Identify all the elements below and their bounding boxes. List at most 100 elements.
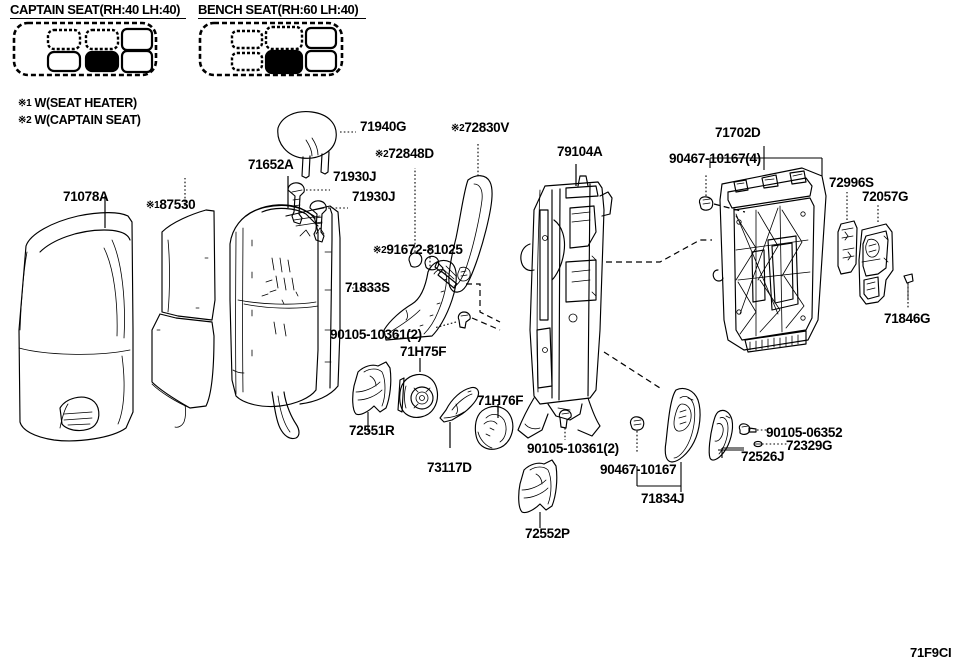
part-90467-10167-4-clip xyxy=(698,196,714,211)
part-72552P-cover xyxy=(518,459,558,514)
label-91672-81025: ※291672-81025 xyxy=(373,243,463,257)
label-90105-06352: 90105-06352 xyxy=(766,425,843,440)
label-71833S-text: 71833S xyxy=(345,280,390,295)
leader-90105-10361-upper xyxy=(433,321,457,329)
part-73117D-belt-guide xyxy=(439,386,480,423)
label-72552P-text: 72552P xyxy=(525,526,570,541)
note-seat-heater: ※1 W(SEAT HEATER) xyxy=(18,96,137,110)
part-71930J-guide-upper xyxy=(287,182,305,225)
leader-71834J-bracket xyxy=(637,462,682,487)
leader-71702D-bracket xyxy=(710,157,822,170)
label-71078A-text: 71078A xyxy=(63,189,109,204)
part-71702D-back-board xyxy=(712,167,827,353)
part-90467-10167-clip xyxy=(629,416,645,431)
drawing-code-watermark: 71F9CI xyxy=(910,645,952,660)
label-87530-mark: ※1 xyxy=(146,200,160,211)
label-72848D: ※272848D xyxy=(375,147,434,161)
label-90105-06352-text: 90105-06352 xyxy=(766,425,843,440)
part-90105-06352-bolt xyxy=(738,423,757,435)
label-71930J-lower: 71930J xyxy=(352,189,396,204)
captain-seat-heading: CAPTAIN SEAT(RH:40 LH:40) xyxy=(10,2,181,17)
label-87530: ※187530 xyxy=(146,197,196,212)
label-71652A: 71652A xyxy=(248,158,294,172)
label-71702D: 71702D xyxy=(715,126,761,140)
label-71652A-text: 71652A xyxy=(248,157,294,172)
part-72551R-cover xyxy=(352,361,392,416)
part-72329G-washer xyxy=(753,440,763,448)
label-71846G: 71846G xyxy=(884,311,931,326)
label-71940G-text: 71940G xyxy=(360,119,407,134)
label-72830V-text: 72830V xyxy=(464,120,510,135)
bench-seat-heading-underline xyxy=(198,18,366,19)
connector-frame-71702D xyxy=(606,239,712,263)
label-72848D-text: 72848D xyxy=(388,146,434,161)
part-71940G-headrest xyxy=(277,111,337,179)
label-91672-text: 91672-81025 xyxy=(386,242,463,257)
label-91672-mark: ※2 xyxy=(373,245,387,256)
label-71834J: 71834J xyxy=(641,492,685,506)
label-72848D-mark: ※2 xyxy=(375,149,389,160)
part-71833S-side-shield xyxy=(383,259,457,341)
note-text-2: W(CAPTAIN SEAT) xyxy=(34,113,141,127)
connector-clip-panel xyxy=(713,203,746,213)
label-72329G: 72329G xyxy=(786,438,833,453)
label-71930J-upper-text: 71930J xyxy=(333,169,377,184)
label-90467-10167-4-text: 90467-10167(4) xyxy=(669,151,761,166)
part-79104A-seatback-frame xyxy=(517,175,613,439)
label-72996S: 72996S xyxy=(829,176,874,190)
label-71078A: 71078A xyxy=(63,190,109,204)
label-90105-10361-upper: 90105-10361(2) xyxy=(330,328,422,342)
part-71H76F-cap xyxy=(474,405,514,450)
captain-seat-heading-underline xyxy=(10,18,186,19)
label-71930J-upper: 71930J xyxy=(333,169,377,184)
part-72996S-bracket xyxy=(837,220,858,275)
connector-72830V-frame xyxy=(466,283,501,323)
part-72526J-hinge-cover xyxy=(708,409,734,461)
label-72996S-text: 72996S xyxy=(829,175,874,190)
label-72526J: 72526J xyxy=(741,449,785,464)
label-71846G-text: 71846G xyxy=(884,311,931,326)
part-90105-10361-bolt-lower xyxy=(558,409,572,429)
label-72526J-text: 72526J xyxy=(741,449,785,464)
label-79104A: 79104A xyxy=(557,145,603,159)
part-72830V-armrest xyxy=(448,175,493,293)
part-71834J-hinge-cover xyxy=(664,387,701,463)
label-72551R: 72551R xyxy=(349,424,395,438)
part-90105-10361-bolt-upper xyxy=(457,311,471,329)
part-71H75F-recliner xyxy=(397,373,439,418)
label-72329G-text: 72329G xyxy=(786,438,833,453)
connector-bolt-frame-upper xyxy=(471,317,501,331)
label-90105-10361-upper-text: 90105-10361(2) xyxy=(330,327,422,342)
part-72848D-cap xyxy=(408,252,423,268)
part-71930J-guide-lower xyxy=(309,200,327,243)
label-71930J-lower-text: 71930J xyxy=(352,189,396,204)
label-72057G: 72057G xyxy=(862,189,909,204)
label-72057G-text: 72057G xyxy=(862,189,909,204)
note-captain-seat: ※2 W(CAPTAIN SEAT) xyxy=(18,113,141,127)
label-87530-text: 87530 xyxy=(159,197,196,212)
label-90105-10361-lower: 90105-10361(2) xyxy=(527,442,619,456)
label-90467-10167: 90467-10167 xyxy=(600,462,677,477)
bench-seat-heading: BENCH SEAT(RH:60 LH:40) xyxy=(198,2,359,17)
label-71833S: 71833S xyxy=(345,281,390,295)
label-71H76F: 71H76F xyxy=(477,393,524,408)
part-71078A-seatback-cover xyxy=(18,212,134,442)
connector-frame-71834J xyxy=(603,351,661,389)
note-text-1: W(SEAT HEATER) xyxy=(34,96,138,110)
note-mark-2: ※2 xyxy=(18,115,32,126)
part-87530-seat-heater xyxy=(151,209,216,428)
label-72830V: ※272830V xyxy=(451,121,509,135)
label-71940G: 71940G xyxy=(360,119,407,134)
label-71H76F-text: 71H76F xyxy=(477,393,524,408)
label-79104A-text: 79104A xyxy=(557,144,603,159)
label-71H75F-text: 71H75F xyxy=(400,344,447,359)
label-72830V-mark: ※2 xyxy=(451,123,465,134)
note-mark-1: ※1 xyxy=(18,98,32,109)
label-90467-10167-text: 90467-10167 xyxy=(600,462,677,477)
label-72552P: 72552P xyxy=(525,527,570,541)
label-72551R-text: 72551R xyxy=(349,423,395,438)
